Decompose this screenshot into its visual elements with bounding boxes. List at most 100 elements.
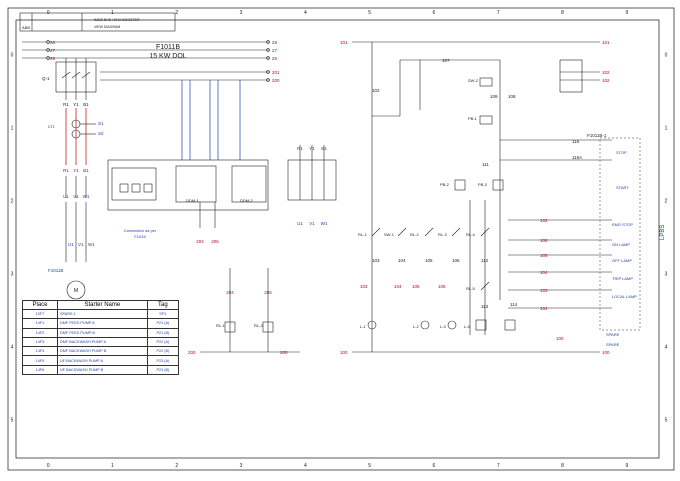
dev-pb2: PB-2 [440,182,450,187]
wire-105: 105 [425,258,433,263]
grid-col-label-bottom: 0 [47,463,50,469]
cell-place: 10F7 [22,308,58,320]
cell-tag: P23 (B) [146,364,180,376]
motor-tag: F1011B [48,268,63,273]
term-106: 106 [438,284,446,289]
wire-103: 103 [372,258,380,263]
bus-right-200: 200 [272,78,280,83]
table-header-starter-name: Starter Name [56,300,148,310]
grid-row-label-left: 3 [11,272,14,278]
grid-col-label-bottom: 6 [433,463,436,469]
grid-col-label-top: 2 [175,10,178,16]
wire-112: 112 [481,258,489,263]
grid-col-label-top: 7 [497,10,500,16]
sf-r1: R1 [297,146,303,151]
grid-col-label-top: 3 [240,10,243,16]
grid-row-label-left: 5 [11,418,14,424]
phase-b1-mid: B1 [83,168,89,173]
ctrl-bus-101: 101 [340,40,348,45]
rterm-105: 105 [540,253,548,258]
dev-rl4: RL-4 [466,232,475,237]
cable-v1: V1 [78,242,84,247]
lpbs-box [599,137,641,331]
term-104: 104 [394,284,402,289]
phase-r1-mid: R1 [63,168,69,173]
cell-place: 14F6 [22,364,58,376]
rterm-103: 103 [540,288,548,293]
module-ddm2: DDM-2 [240,198,253,203]
bus-right-201: 201 [272,70,280,75]
label-trip-lamp: TRIP LAMP [612,276,633,281]
motor-term-w1: W1 [83,194,90,199]
lpbs-label: LPBS [660,225,666,240]
table-header-tag: Tag [146,300,180,310]
sf-u1: U1 [297,221,303,226]
rl-lower-204: 204 [226,290,234,295]
grid-row-label-left: 4 [11,345,14,351]
cell-starter-name: UF BACKWASH PUMP A [56,355,148,366]
grid-col-label-bottom: 4 [304,463,307,469]
phase-y1-mid: Y1 [73,168,79,173]
bus-left-26: 26 [50,56,56,61]
bus-right-26: 26 [272,56,278,61]
module-ddm1: DDM-1 [186,198,199,203]
cell-place: 14F5 [22,355,58,366]
label-stop: STOP [616,150,627,155]
connection-note-1: Connection as per [124,228,157,233]
lamp-l3: L-3 [440,324,447,329]
ct-s2: S2 [98,131,104,136]
sf-w1: W1 [321,221,328,226]
cell-tag: P22 (A) [146,336,180,348]
cell-place: 14F4 [22,346,58,357]
drawing-frame [15,19,660,459]
cable-u1: U1 [68,242,74,247]
motor-letter: M [74,288,78,294]
sf-b1: B1 [321,146,327,151]
motor-term-v1: V1 [73,194,79,199]
grid-col-label-top: 9 [625,10,628,16]
ctrl-bus-100: 100 [340,350,348,355]
bus-right-102b: 102 [602,78,610,83]
bus-200-lower-right: 200 [280,350,288,355]
sf-y1: Y1 [309,146,315,151]
cell-place: 14F2 [22,327,58,338]
label-local-lamp: LOCAL LAMP [612,294,637,299]
control-devices [367,77,516,331]
grid-col-label-bottom: 3 [240,463,243,469]
lamp-l2: L-2 [413,324,420,329]
wire-116: 116 [572,139,580,144]
lamp-l4: L-4 [464,324,471,329]
cell-starter-name: DMF BACKWASH PUMP B [56,346,148,357]
rl2-lower: RL-2 [254,323,263,328]
relay-module-block [107,159,269,228]
rl-terminal-204: 204 [196,239,204,244]
bus-left-28: 28 [50,40,56,45]
rterm-104: 104 [540,270,548,275]
dev-pb1: PB-1 [468,116,478,121]
rl-coils-lower [200,268,300,353]
breaker-label: Q-1 [42,76,50,81]
ct-s1: S1 [98,121,104,126]
label-on-lamp: ON LAMP [612,242,630,247]
ct-label: CT1 [48,125,55,129]
power-bus [22,40,270,82]
grid-row-label-left: 2 [11,199,14,205]
grid-row-label-right: 3 [665,272,668,278]
sf-module [287,145,337,201]
wire-111: 111 [482,162,489,167]
cell-starter-name: UF BACKWASH PUMP B [56,364,148,376]
sf-v1: V1 [309,221,315,226]
rl-lower-205: 205 [264,290,272,295]
cell-tag: P23 (A) [146,355,180,366]
phase-y1-top: Y1 [73,102,79,107]
term-105: 105 [412,284,420,289]
phase-r1-top: R1 [63,102,69,107]
